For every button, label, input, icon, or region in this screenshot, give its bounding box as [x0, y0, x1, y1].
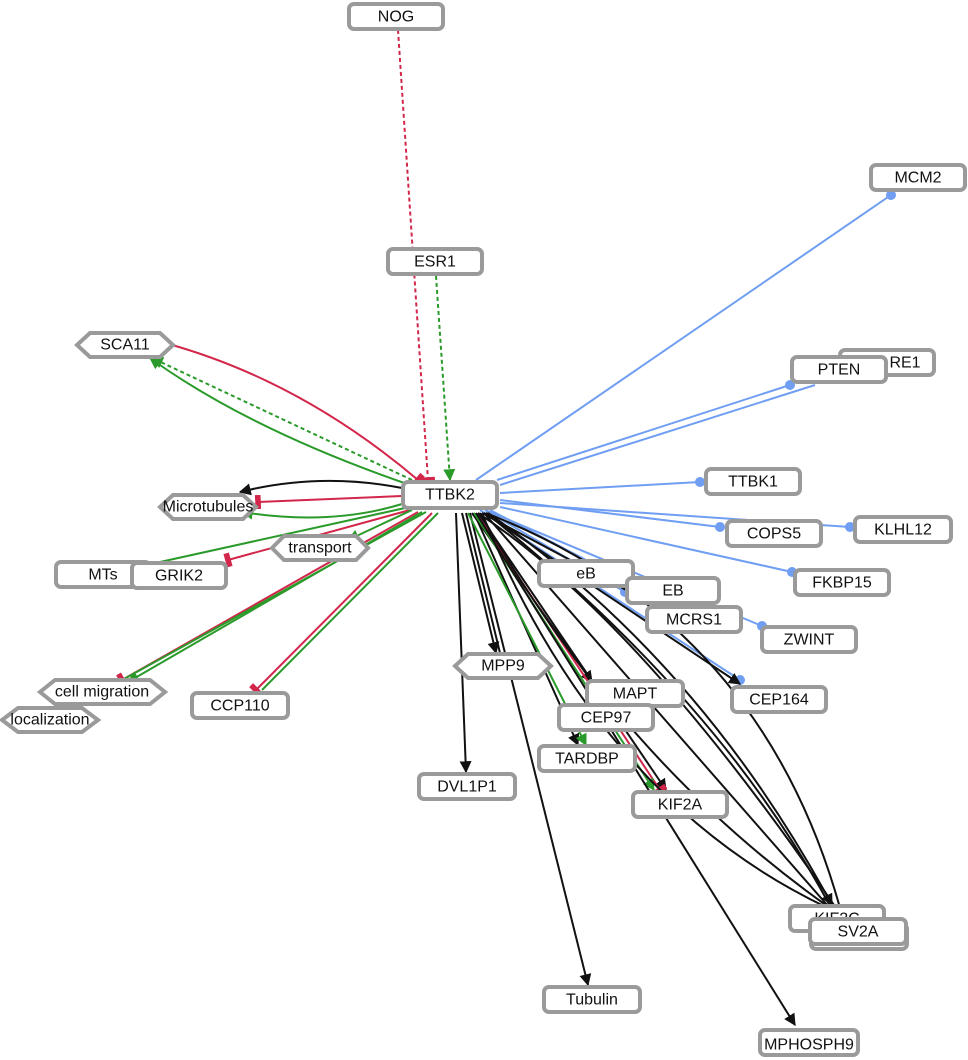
node-nog[interactable]: NOG [347, 2, 445, 31]
node-ttbk1[interactable]: TTBK1 [704, 467, 802, 496]
node-mpp9[interactable]: MPP9 [452, 652, 554, 680]
edge-ttbk2-microtubules-reg [238, 479, 403, 496]
node-localization[interactable]: localization [0, 706, 102, 734]
node-microtubules[interactable]: Microtubules [157, 493, 259, 521]
node-label: MCM2 [894, 170, 941, 187]
node-ccp110[interactable]: CCP110 [190, 691, 290, 720]
node-label: KLHL12 [874, 522, 932, 539]
node-label: Microtubules [163, 499, 254, 516]
node-label: GRIK2 [155, 568, 203, 585]
edge-ttbk2-sv2a-d [485, 512, 841, 909]
node-dvl1p1[interactable]: DVL1P1 [417, 772, 517, 801]
edge-pten-ttbk2 [496, 380, 795, 481]
node-label: CEP164 [749, 692, 809, 709]
node-kif2a[interactable]: KIF2A [631, 790, 729, 819]
node-cell-migration[interactable]: cell migration [36, 678, 169, 706]
node-klhl12[interactable]: KLHL12 [853, 515, 953, 544]
edge-ttbk2-transport [346, 509, 413, 541]
node-label: SV2A [838, 924, 879, 941]
node-label: RE1 [889, 355, 920, 372]
node-label: MCRS1 [666, 612, 722, 629]
node-cep164[interactable]: CEP164 [730, 685, 828, 714]
node-mcm2[interactable]: MCM2 [869, 163, 967, 192]
edge-ttbk2-microtubules-activate [240, 503, 403, 520]
node-label: CCP110 [210, 698, 269, 715]
node-label: transport [288, 540, 352, 557]
node-transport[interactable]: transport [269, 534, 371, 562]
node-sv2a[interactable]: SV2A [808, 917, 908, 946]
edge-ttbk1-ttbk2 [499, 477, 705, 494]
node-tubulin[interactable]: Tubulin [542, 985, 642, 1014]
edge-ttbk2-sca11-activate [149, 357, 411, 486]
node-fkbp15[interactable]: FKBP15 [793, 568, 891, 597]
edge-ttbk2-microtubules-inhibit [254, 494, 403, 510]
edge-re1-ttbk2 [499, 384, 816, 486]
node-label: EB [662, 583, 683, 600]
node-label: COPS5 [747, 526, 801, 543]
node-grik2[interactable]: GRIK2 [130, 561, 228, 590]
edge-sca11-ttbk2-inhibit [164, 342, 425, 488]
node-label: MTs [88, 567, 117, 584]
node-label: KIF2A [658, 797, 703, 814]
node-label: TTBK1 [728, 474, 778, 491]
node-cep97[interactable]: CEP97 [557, 703, 655, 732]
node-mts[interactable]: MTs [54, 560, 152, 589]
node-esr1[interactable]: ESR1 [386, 247, 484, 276]
edge-ttbk2-sca11-dashed [150, 357, 413, 481]
edge-ttbk2-ccp110-inhibit [249, 512, 433, 697]
node-tardbp[interactable]: TARDBP [537, 744, 637, 773]
edge-esr1-ttbk2 [435, 275, 456, 482]
edge-ttbk2-mpp9-b [465, 512, 501, 654]
node-label: ESR1 [414, 254, 456, 271]
node-zwint[interactable]: ZWINT [760, 625, 858, 654]
edge-cops5-ttbk2 [499, 499, 725, 532]
node-label: NOG [378, 9, 414, 26]
edge-ttbk2-dvl1p1 [455, 512, 472, 774]
edge-ttbk2-kif2a-reg [477, 512, 667, 791]
node-label: SCA11 [100, 337, 150, 354]
node-label: localization [10, 712, 89, 729]
node-eb-small[interactable]: eB [537, 559, 635, 588]
node-ttbk2[interactable]: TTBK2 [401, 480, 499, 510]
edge-ttbk2-sv2a-c [477, 512, 837, 909]
node-label: CEP97 [581, 710, 632, 727]
edge-ttbk2-ccp110-activate [261, 512, 439, 691]
edge-mcm2-ttbk2 [475, 190, 896, 481]
node-label: PTEN [818, 362, 861, 379]
node-label: FKBP15 [812, 575, 872, 592]
node-pten[interactable]: PTEN [790, 355, 888, 384]
edge-fkbp15-ttbk2 [499, 506, 797, 577]
node-label: TARDBP [555, 751, 619, 768]
node-label: MAPT [613, 686, 658, 703]
node-label: eB [576, 566, 596, 583]
node-eb[interactable]: EB [625, 576, 721, 605]
edge-ttbk2-tubulin [469, 512, 592, 987]
edge-ttbk2-sv2a-a [479, 512, 831, 909]
node-label: ZWINT [784, 632, 835, 649]
node-label: Tubulin [566, 992, 618, 1009]
node-mphosph9[interactable]: MPHOSPH9 [758, 1028, 860, 1057]
node-label: DVL1P1 [437, 779, 497, 796]
node-label: TTBK2 [425, 487, 475, 504]
node-label: MPP9 [481, 658, 525, 675]
node-label: MPHOSPH9 [764, 1037, 854, 1054]
node-mapt[interactable]: MAPT [585, 679, 685, 708]
edge-ttbk2-mpp9 [461, 512, 500, 655]
node-label: cell migration [55, 684, 149, 701]
node-mcrs1[interactable]: MCRS1 [645, 605, 743, 634]
node-cops5[interactable]: COPS5 [725, 519, 823, 548]
node-sca11[interactable]: SCA11 [74, 331, 176, 359]
